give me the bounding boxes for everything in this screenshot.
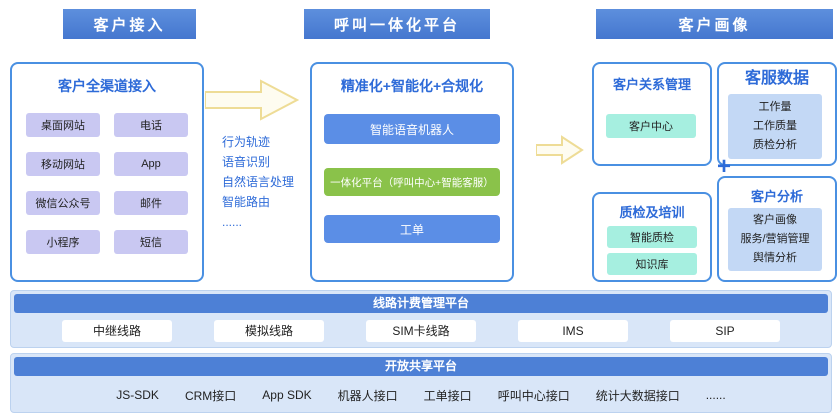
integrated-platform-box: 精准化+智能化+合规化 智能语音机器人 一体化平台（呼叫中心+智能客服） 工单 bbox=[310, 62, 514, 282]
service-data-block: 工作量 工作质量 质检分析 bbox=[728, 94, 822, 159]
banner-customer-profile: 客户画像 bbox=[596, 9, 833, 39]
service-data-workload: 工作量 bbox=[758, 101, 792, 113]
crm-api-item: CRM接口 bbox=[184, 388, 237, 403]
omnichannel-access-box: 客户全渠道接入 桌面网站 电话 移动网站 App 微信公众号 邮件 小程序 短信 bbox=[10, 62, 204, 282]
banner-customer-access: 客户接入 bbox=[63, 9, 196, 39]
channel-mini-program: 小程序 bbox=[26, 230, 100, 254]
ims-chip: IMS bbox=[518, 320, 628, 342]
channel-mobile-site: 移动网站 bbox=[26, 152, 100, 176]
crm-title: 客户关系管理 bbox=[612, 77, 691, 92]
qc-training-title: 质检及培训 bbox=[619, 205, 685, 220]
customer-analysis-title: 客户分析 bbox=[750, 189, 803, 204]
knowledge-base-chip: 知识库 bbox=[607, 253, 697, 275]
customer-analysis-block: 客户画像 服务/营销管理 舆情分析 bbox=[728, 208, 822, 271]
customer-analysis-box: 客户分析 客户画像 服务/营销管理 舆情分析 bbox=[717, 176, 837, 282]
access-channel-grid: 桌面网站 电话 移动网站 App 微信公众号 邮件 小程序 短信 bbox=[12, 96, 202, 254]
note-speech-recognition: 语音识别 bbox=[222, 155, 271, 169]
billing-platform-bar: 线路计费管理平台 中继线路 模拟线路 SIM卡线路 IMS SIP bbox=[10, 290, 832, 348]
integrated-platform-title: 精准化+智能化+合规化 bbox=[340, 78, 484, 94]
analysis-service-marketing: 服务/营销管理 bbox=[740, 233, 810, 245]
billing-line-row: 中继线路 模拟线路 SIM卡线路 IMS SIP bbox=[11, 316, 831, 346]
open-api-row: JS-SDK CRM接口 App SDK 机器人接口 工单接口 呼叫中心接口 统… bbox=[11, 379, 831, 411]
work-order-button: 工单 bbox=[324, 215, 500, 243]
channel-sms: 短信 bbox=[114, 230, 188, 254]
integrated-platform-button: 一体化平台（呼叫中心+智能客服） bbox=[324, 168, 500, 196]
billing-platform-title: 线路计费管理平台 bbox=[14, 294, 828, 313]
open-platform-bar: 开放共享平台 JS-SDK CRM接口 App SDK 机器人接口 工单接口 呼… bbox=[10, 353, 832, 413]
big-data-api-item: 统计大数据接口 bbox=[595, 388, 680, 403]
sim-card-line-chip: SIM卡线路 bbox=[366, 320, 476, 342]
note-behavior-track: 行为轨迹 bbox=[222, 135, 271, 149]
js-sdk-item: JS-SDK bbox=[116, 388, 159, 402]
call-center-api-item: 呼叫中心接口 bbox=[497, 388, 570, 403]
service-data-box: 客服数据 工作量 工作质量 质检分析 bbox=[717, 62, 837, 166]
channel-app: App bbox=[114, 152, 188, 176]
service-data-quality: 工作质量 bbox=[753, 120, 797, 132]
smart-qc-chip: 智能质检 bbox=[607, 226, 697, 248]
omnichannel-access-title: 客户全渠道接入 bbox=[58, 78, 156, 94]
processing-notes: 行为轨迹 语音识别 自然语言处理 智能路由 ...... bbox=[222, 132, 294, 232]
channel-phone: 电话 bbox=[114, 113, 188, 137]
channel-wechat-official: 微信公众号 bbox=[26, 191, 100, 215]
flow-arrow-right-icon bbox=[205, 79, 299, 121]
banner-call-platform: 呼叫一体化平台 bbox=[304, 9, 490, 39]
robot-api-item: 机器人接口 bbox=[337, 388, 398, 403]
flow-arrow-right-icon bbox=[536, 135, 584, 165]
analysis-customer-profile: 客户画像 bbox=[753, 214, 797, 226]
channel-desktop-site: 桌面网站 bbox=[26, 113, 100, 137]
note-ellipsis: ...... bbox=[222, 215, 243, 229]
sip-chip: SIP bbox=[670, 320, 780, 342]
service-data-qc-analysis: 质检分析 bbox=[753, 139, 797, 151]
ellipsis-item: ...... bbox=[705, 388, 726, 402]
plus-icon: + bbox=[716, 153, 731, 180]
customer-center-chip: 客户中心 bbox=[606, 114, 696, 138]
open-platform-title: 开放共享平台 bbox=[14, 357, 828, 376]
trunk-line-chip: 中继线路 bbox=[62, 320, 172, 342]
channel-email: 邮件 bbox=[114, 191, 188, 215]
analysis-sentiment: 舆情分析 bbox=[753, 252, 797, 264]
note-smart-routing: 智能路由 bbox=[222, 195, 271, 209]
qc-training-box: 质检及培训 智能质检 知识库 bbox=[592, 192, 712, 282]
crm-box: 客户关系管理 客户中心 bbox=[592, 62, 712, 166]
note-nlp: 自然语言处理 bbox=[222, 175, 295, 189]
app-sdk-item: App SDK bbox=[262, 388, 312, 402]
service-data-title: 客服数据 bbox=[744, 70, 809, 87]
voice-robot-button: 智能语音机器人 bbox=[324, 114, 500, 144]
ticket-api-item: 工单接口 bbox=[423, 388, 472, 403]
analog-line-chip: 模拟线路 bbox=[214, 320, 324, 342]
